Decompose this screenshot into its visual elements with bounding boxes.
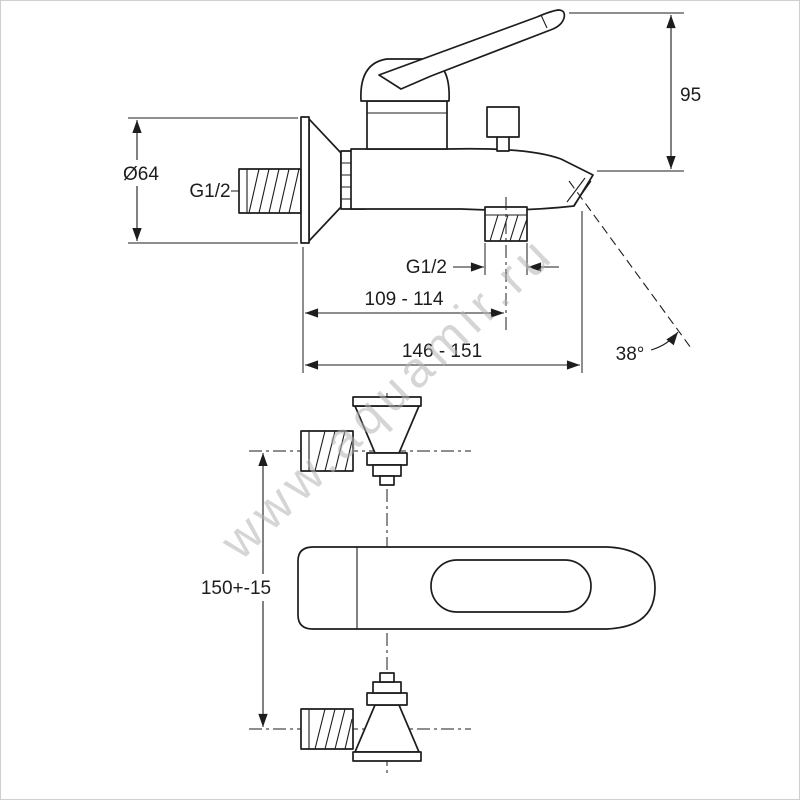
dim-spout-angle: 38° [568, 180, 692, 365]
cartridge-body [366, 100, 448, 150]
front-view-dimensions: 150+-15 [188, 453, 284, 727]
dim-outlet-thread: G1/2 [406, 243, 559, 278]
handle-lever [378, 9, 566, 90]
spout-aerator-lines [566, 177, 592, 206]
spout-body [350, 147, 594, 211]
dim-inlet-spacing: 150+-15 [188, 453, 284, 727]
top-escutcheon [352, 396, 422, 486]
dim-text-inlet-thread: G1/2 [189, 181, 230, 202]
dim-handle-height: 95 [569, 12, 701, 172]
dim-text-diameter: Ø64 [123, 164, 159, 185]
inlet-pipe-threaded [238, 168, 302, 214]
escutcheon-cone [308, 118, 342, 242]
handle-lever-plan [430, 559, 592, 613]
top-inlet-pipe-threaded [300, 430, 354, 472]
wall-plate [300, 116, 310, 244]
bottom-inlet-pipe-threaded [300, 708, 354, 750]
thread-hatching [489, 214, 528, 242]
diverter-knob [486, 106, 520, 152]
dim-text-wall-to-spout: 146 - 151 [402, 341, 482, 362]
thread-hatching [248, 168, 300, 214]
side-view [231, 9, 594, 331]
thread-hatching [314, 430, 353, 472]
side-view-dimensions: Ø64 G1/2 95 G1/2 109 - 114 [113, 12, 701, 373]
dim-wall-to-outlet: 109 - 114 [302, 247, 504, 373]
dim-text-height: 95 [680, 85, 701, 106]
bottom-escutcheon [352, 672, 422, 762]
dim-text-outlet-thread: G1/2 [406, 257, 447, 278]
dim-text-angle: 38° [616, 344, 645, 365]
dim-wall-to-spout-tip: 146 - 151 [305, 211, 583, 373]
thread-hatching [314, 708, 353, 750]
front-view [249, 393, 656, 773]
dim-escutcheon-diameter: Ø64 [113, 117, 298, 244]
dim-text-inlet-spacing: 150+-15 [201, 578, 271, 599]
dim-text-wall-to-outlet: 109 - 114 [365, 289, 444, 310]
